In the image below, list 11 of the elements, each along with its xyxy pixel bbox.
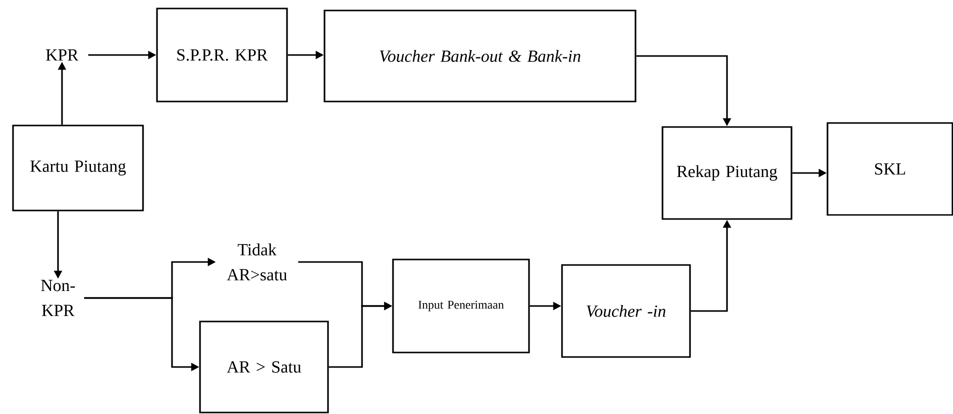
process-box: Rekap Piutang — [662, 126, 792, 220]
process-box: Voucher Bank-out & Bank-in — [324, 10, 636, 102]
process-box: AR > Satu — [199, 320, 329, 414]
process-box: SKL — [826, 122, 953, 216]
condition-label: Tidak AR>satu — [226, 244, 287, 280]
process-box: Input Penerimaan — [392, 258, 530, 354]
process-box: Kartu Piutang — [12, 124, 144, 212]
flow-label: KPR — [46, 49, 78, 61]
flow-label: Non-KPR — [41, 280, 75, 316]
process-box: S.P.P.R. KPR — [156, 8, 288, 102]
process-box: Voucher -in — [561, 264, 691, 358]
